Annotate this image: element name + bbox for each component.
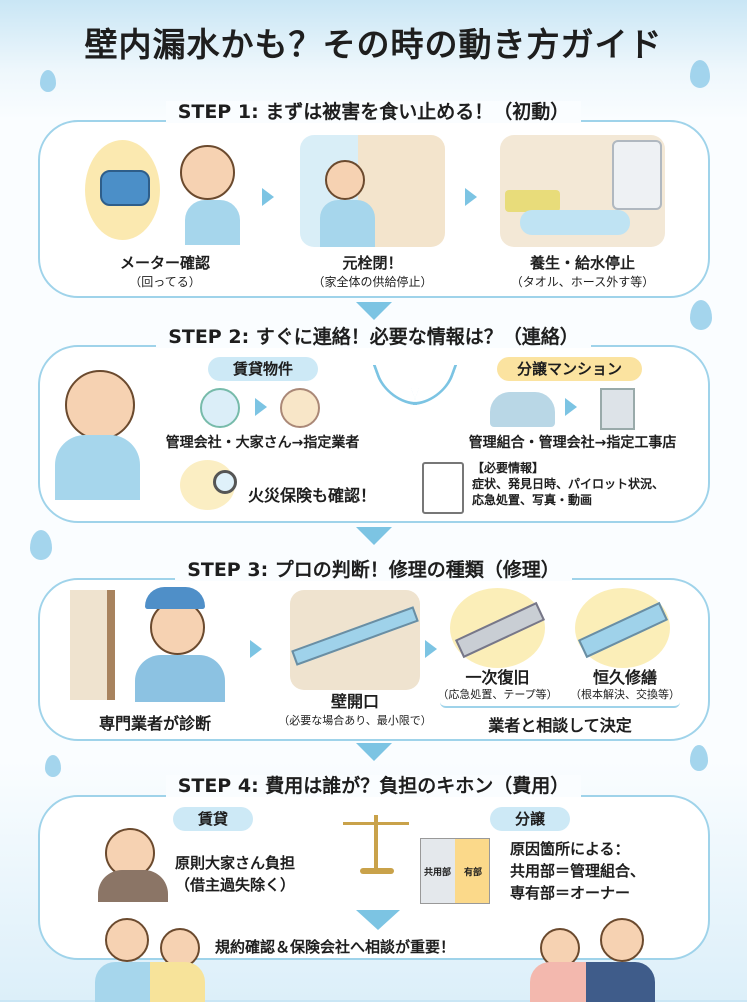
- person-body: [185, 200, 240, 245]
- condo-cost-line: 共用部＝管理組合、: [510, 862, 646, 880]
- person-on-phone-icon: [65, 370, 135, 440]
- building-icon: [420, 838, 490, 904]
- required-info-title: 【必要情報】: [472, 461, 545, 475]
- tenant-couple-icon: [160, 928, 200, 968]
- protect-sub: （タオル、ホース外す等）: [510, 275, 655, 289]
- landlord-icon: [105, 828, 155, 878]
- rental-cost-line: 原則大家さん負担: [175, 854, 296, 872]
- meter-body: [100, 170, 150, 206]
- arrow-right-icon: [262, 188, 274, 206]
- washing-machine-icon: [612, 140, 662, 210]
- rental-contact-flow: 管理会社・大家さん→指定業者: [165, 435, 360, 451]
- brace-divider: [440, 702, 680, 708]
- scales-base: [360, 868, 394, 874]
- step1-header: STEP 1: まずは被害を食い止める！（初動）: [0, 97, 747, 124]
- diagnose-label: 専門業者が診断: [98, 714, 211, 733]
- meter-check-label: メーター確認: [119, 254, 210, 272]
- wall-crack-illustration: [70, 590, 115, 700]
- step4-header: STEP 4: 費用は誰が？負担のキホン（費用）: [0, 771, 747, 798]
- condo-pill: 分譲: [490, 807, 570, 831]
- main-valve-label: 元栓閉！: [342, 254, 403, 272]
- rental-cost-text: 原則大家さん負担 （借主過失除く）: [175, 852, 295, 896]
- condo-pill: 分譲マンション: [497, 357, 642, 381]
- step3-header: STEP 3: プロの判断！修理の種類（修理）: [0, 555, 747, 582]
- magnifier-icon: [213, 470, 237, 494]
- rental-pill: 賃貸物件: [208, 357, 318, 381]
- arrow-right-icon: [425, 640, 437, 658]
- wall-opening-sub: （必要な場合あり、最小限で）: [278, 714, 432, 727]
- required-info-line: 症状、発見日時、パイロット状況、: [472, 477, 665, 491]
- arrow-right-icon: [250, 640, 262, 658]
- arrow-down-icon: [356, 910, 400, 930]
- cap-icon: [145, 587, 205, 609]
- advisor-icon: [540, 928, 580, 968]
- arrow-right-icon: [565, 398, 577, 416]
- water-drop-icon: [45, 755, 61, 777]
- water-puddle: [520, 210, 630, 235]
- water-drop-icon: [40, 70, 56, 92]
- landlord-body: [98, 870, 168, 902]
- management-company-icon: [200, 388, 240, 428]
- insurance-check-text: 火災保険も確認！: [248, 486, 377, 505]
- conclusion-text: 規約確認＆保険会社へ相談が重要！: [215, 938, 456, 956]
- condo-cost-line: 原因箇所による：: [510, 840, 630, 858]
- advisor-icon: [600, 918, 644, 962]
- temporary-repair-sub: （応急処置、テープ等）: [437, 688, 558, 701]
- decide-label: 業者と相談して決定: [488, 716, 632, 735]
- meter-check-sub: （回ってる）: [129, 275, 201, 289]
- rental-pill: 賃貸: [173, 807, 253, 831]
- water-drop-icon: [690, 745, 708, 771]
- management-association-icon: [490, 392, 555, 427]
- condo-cost-line: 専有部＝オーナー: [510, 884, 631, 902]
- plumber-body: [135, 655, 225, 702]
- main-valve-sub: （家全体の供給停止）: [312, 275, 433, 289]
- temporary-repair-label: 一次復旧: [465, 668, 530, 687]
- permanent-repair-label: 恒久修繕: [592, 668, 657, 687]
- wall-opening-label: 壁開口: [330, 692, 379, 711]
- condo-contact-flow: 管理組合・管理会社→指定工事店: [468, 435, 677, 451]
- arrow-right-icon: [255, 398, 267, 416]
- notepad-icon: [422, 462, 464, 514]
- couple-body: [95, 962, 205, 1002]
- arrow-down-icon: [356, 527, 392, 545]
- person-body: [320, 200, 375, 247]
- condo-cost-text: 原因箇所による： 共用部＝管理組合、 専有部＝オーナー: [510, 838, 645, 904]
- arrow-down-icon: [356, 302, 392, 320]
- water-drop-icon: [30, 530, 52, 560]
- advisor-body: [530, 962, 655, 1002]
- required-info-line: 応急処置、写真・動画: [472, 493, 593, 507]
- towel-icon: [505, 190, 560, 212]
- protect-label: 養生・給水停止: [529, 254, 635, 272]
- building-icon: [600, 388, 635, 430]
- page-title: 壁内漏水かも？その時の動き方ガイド: [84, 25, 663, 64]
- water-drop-icon: [690, 60, 710, 88]
- person-icon: [325, 160, 365, 200]
- water-drop-icon: [690, 300, 712, 330]
- scales-pole: [374, 815, 378, 870]
- arrow-right-icon: [465, 188, 477, 206]
- permanent-repair-sub: （根本解決、交換等）: [570, 688, 680, 701]
- tenant-couple-icon: [105, 918, 149, 962]
- person-body: [55, 435, 140, 500]
- rental-cost-line: （借主過失除く）: [175, 876, 296, 894]
- common-area-label: 共用部: [423, 868, 451, 878]
- private-area-label: 有部: [463, 868, 482, 878]
- landlord-icon: [280, 388, 320, 428]
- arrow-down-icon: [356, 743, 392, 761]
- step2-header: STEP 2: すぐに連絡！必要な情報は？（連絡）: [0, 322, 747, 349]
- person-icon: [180, 145, 235, 200]
- required-info: 【必要情報】 症状、発見日時、パイロット状況、 応急処置、写真・動画: [472, 460, 664, 508]
